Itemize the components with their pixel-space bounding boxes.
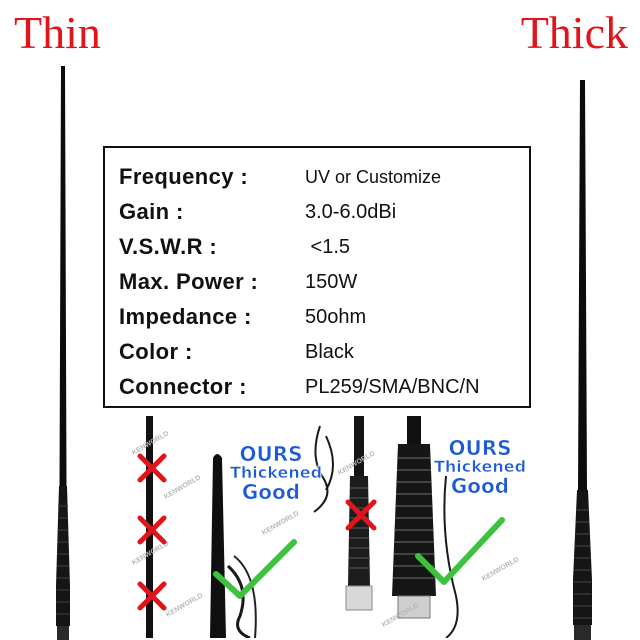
thin-antenna-image bbox=[48, 66, 78, 640]
spec-label: Max. Power : bbox=[119, 269, 259, 294]
spec-row-gain: Gain : 3.0-6.0dBi bbox=[119, 195, 519, 229]
specifications-box: Frequency : UV or Customize Gain : 3.0-6… bbox=[103, 146, 531, 408]
spec-row-color: Color : Black bbox=[119, 335, 519, 369]
spec-value: PL259/SMA/BNC/N bbox=[305, 375, 480, 398]
spec-label: Connector : bbox=[119, 374, 247, 399]
ours-thickened-tag: OURS Thickened Good bbox=[230, 442, 323, 504]
tag-line: Thickened bbox=[433, 457, 527, 476]
spec-value: <1.5 bbox=[305, 235, 351, 258]
spec-label: V.S.W.R : bbox=[119, 234, 218, 259]
spec-value: 50ohm bbox=[305, 305, 367, 328]
tag-line: OURS bbox=[448, 436, 512, 460]
red-cross-icon bbox=[137, 515, 167, 545]
red-cross-icon bbox=[137, 581, 167, 611]
spec-row-max-power: Max. Power : 150W bbox=[119, 265, 519, 299]
green-check-icon bbox=[213, 539, 297, 599]
spec-row-connector: Connector : PL259/SMA/BNC/N bbox=[119, 370, 519, 404]
tag-line: OURS bbox=[239, 442, 303, 466]
title-thick: Thick bbox=[520, 7, 628, 58]
green-check-icon bbox=[415, 517, 505, 585]
spec-row-frequency: Frequency : UV or Customize bbox=[119, 160, 519, 194]
title-thin: Thin bbox=[14, 7, 101, 58]
red-cross-icon bbox=[137, 453, 167, 483]
spec-value: Black bbox=[305, 340, 354, 363]
tag-line: Good bbox=[241, 479, 301, 504]
red-cross-icon bbox=[345, 499, 377, 531]
ours-thickened-tag: OURS Thickened Good bbox=[432, 436, 528, 498]
spec-label: Gain : bbox=[119, 199, 184, 224]
spec-value: 150W bbox=[305, 270, 358, 293]
tag-line: Good bbox=[450, 473, 510, 498]
spec-label: Frequency : bbox=[119, 164, 249, 189]
spec-row-vswr: V.S.W.R : <1.5 bbox=[119, 230, 519, 264]
thick-antenna-image bbox=[566, 80, 600, 640]
spec-label: Color : bbox=[119, 339, 193, 364]
tag-line: Thickened bbox=[230, 463, 323, 482]
comparison-photos: KENWORLD KENWORLD KENWORLD KENWORLD KENW… bbox=[100, 416, 528, 638]
spec-label: Impedance : bbox=[119, 304, 252, 329]
spec-row-impedance: Impedance : 50ohm bbox=[119, 300, 519, 334]
spec-value: 3.0-6.0dBi bbox=[305, 200, 397, 223]
spec-value: UV or Customize bbox=[305, 166, 442, 187]
